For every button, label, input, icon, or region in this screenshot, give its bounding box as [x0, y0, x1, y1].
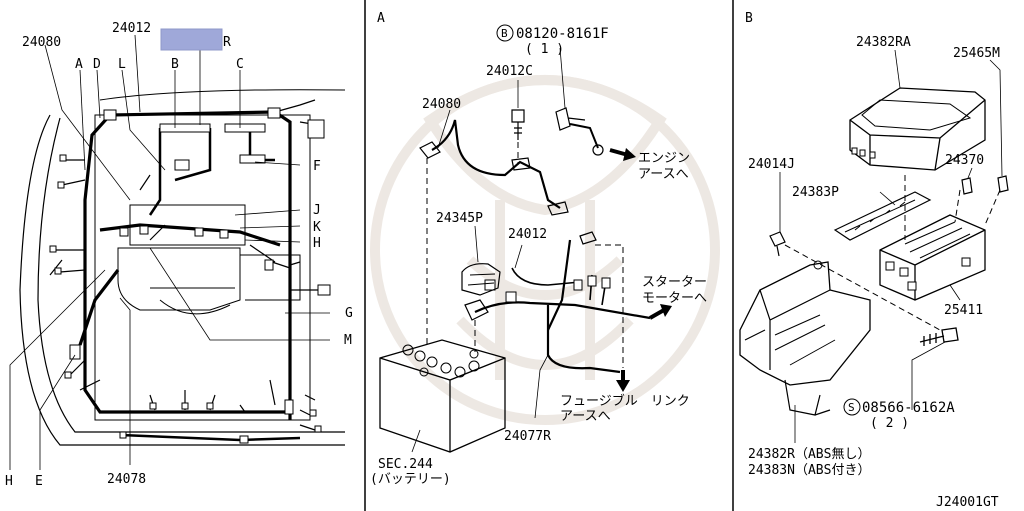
fusible-line2: アースへ: [560, 409, 611, 424]
part-24077r: 24077R: [504, 429, 551, 444]
part-24012: 24012: [508, 227, 547, 242]
callout-24080: 24080: [22, 35, 61, 50]
screw-symbol-circle: [843, 398, 861, 416]
callout-24078: 24078: [107, 472, 146, 487]
callout-h-left: H: [5, 474, 13, 489]
panel-b-title: B: [745, 11, 753, 26]
callout-d: D: [93, 57, 101, 72]
callout-b: B: [171, 57, 179, 72]
callout-k: K: [313, 220, 321, 235]
callout-a: A: [75, 57, 83, 72]
callout-c: C: [236, 57, 244, 72]
starter-line1: スターター: [642, 275, 707, 290]
left-callouts: 24080 24012 R A D L B C F J K H G M H E …: [5, 21, 353, 489]
note-abs-with: 24383N（ABS付き）: [748, 463, 870, 478]
battery-cable-drawing: [379, 47, 672, 453]
bolt-part-number: 08120-8161F: [516, 26, 609, 42]
starter-line2: モーターへ: [642, 291, 707, 306]
callout-m: M: [344, 333, 352, 348]
part-24014j: 24014J: [748, 157, 795, 172]
part-24012c: 24012C: [486, 64, 533, 79]
panel-a-title: A: [377, 11, 385, 26]
part-24382ra: 24382RA: [856, 35, 911, 50]
part-25465m: 25465M: [953, 46, 1000, 61]
callout-e: E: [35, 474, 43, 489]
panel-a-labels: A B 08120-8161F ( 1 ) 24012C 24080 24345…: [370, 11, 707, 487]
engine-ground-line2: アースへ: [638, 167, 689, 182]
fusible-line1: フュージブル リンク: [560, 393, 690, 409]
bolt-quantity: ( 1 ): [525, 42, 564, 57]
callout-j: J: [313, 203, 321, 218]
screw-quantity: ( 2 ): [870, 416, 909, 431]
fuse-box-drawing: [739, 49, 1009, 443]
sec-reference: SEC.244: [378, 457, 433, 472]
part-24080: 24080: [422, 97, 461, 112]
callout-r: R: [223, 35, 231, 50]
engine-ground-line1: エンジン: [638, 151, 690, 166]
screw-symbol: S: [848, 401, 855, 414]
callout-h-right: H: [313, 236, 321, 251]
diagram-code: J24001GT: [936, 495, 999, 510]
note-abs-without: 24382R（ABS無し）: [748, 447, 870, 462]
part-24383p: 24383P: [792, 185, 839, 200]
engine-bay-harness: [9, 34, 346, 470]
callout-l: L: [118, 57, 126, 72]
screw-part-number: 08566-6162A: [862, 400, 955, 416]
watermark-crest: [370, 75, 720, 425]
panel-b-labels: B 24382RA 25465M 24014J 24370 24383P 254…: [745, 11, 1000, 510]
callout-24012: 24012: [112, 21, 151, 36]
bolt-symbol-circle: [496, 24, 514, 42]
callout-f: F: [313, 159, 321, 174]
callout-g: G: [345, 306, 353, 321]
part-24370: 24370: [945, 153, 984, 168]
battery-label: (バッテリー): [370, 472, 451, 487]
part-25411: 25411: [944, 303, 983, 318]
part-24345p: 24345P: [436, 211, 483, 226]
bolt-symbol: B: [501, 27, 508, 40]
highlight-box: [160, 28, 223, 51]
